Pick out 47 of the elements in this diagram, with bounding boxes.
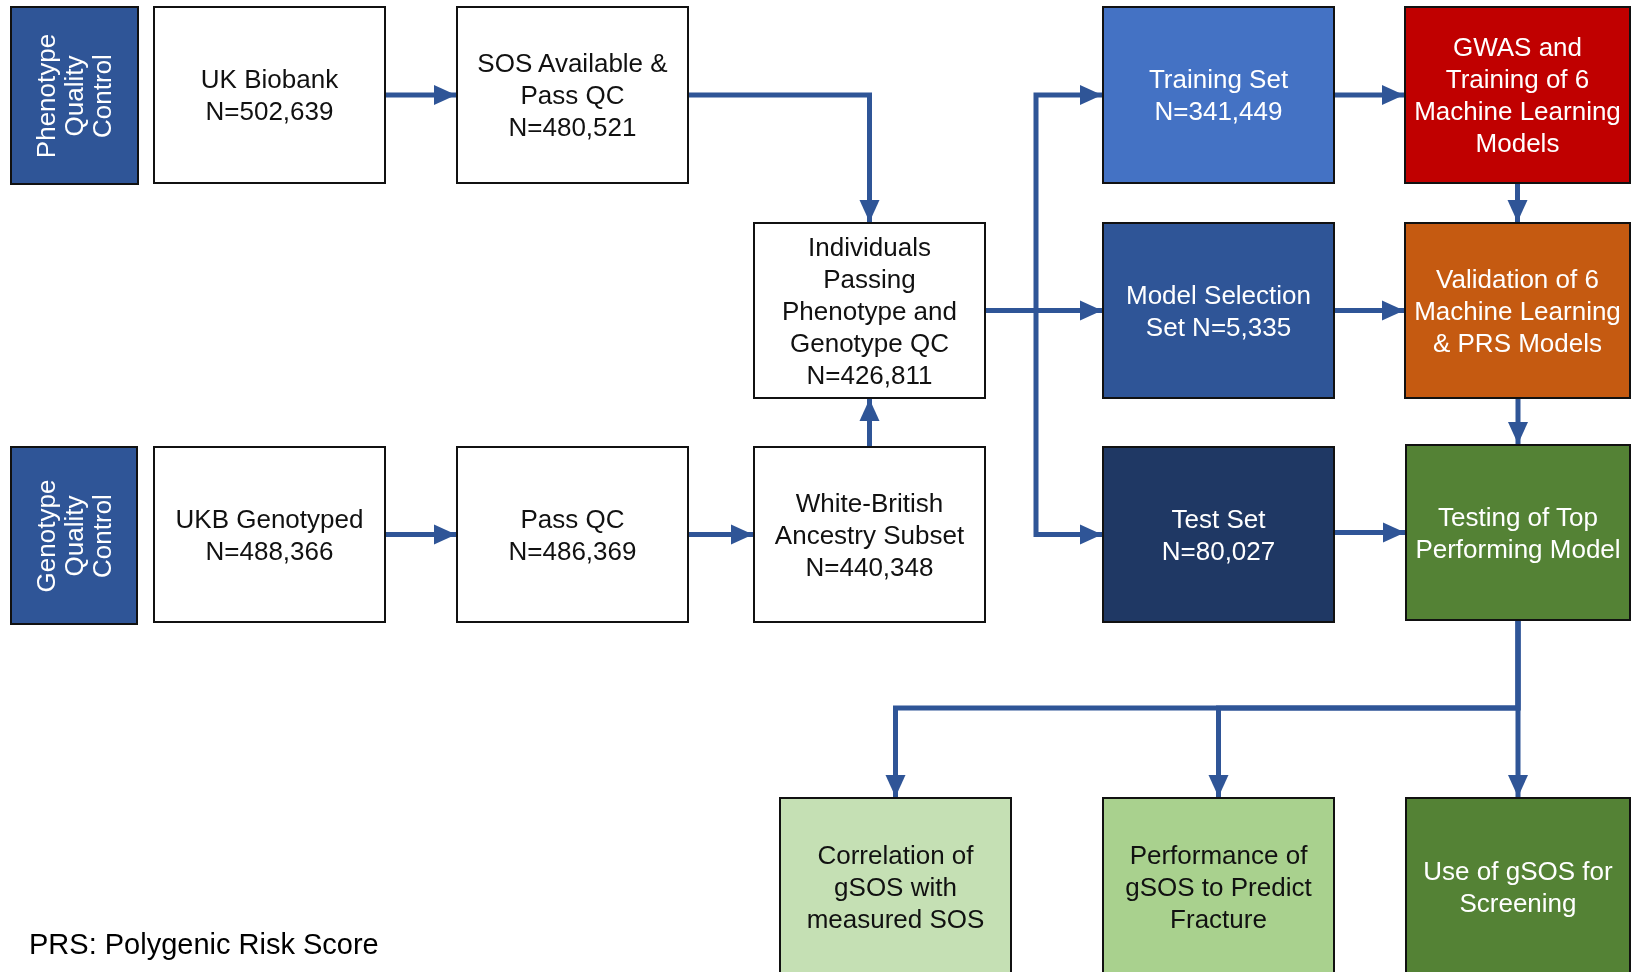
box-text: Testing of Top Performing Model (1415, 500, 1621, 565)
process-box (456, 446, 689, 623)
section-label: Genotype Quality Control (32, 479, 116, 592)
process-box (1102, 6, 1335, 184)
process-box (456, 6, 689, 184)
process-box (1102, 797, 1335, 972)
box-text: Test Set N=80,027 (1160, 502, 1277, 567)
box-text: Pass QC N=486,369 (507, 502, 638, 567)
box-text: Performance of gSOS to Predict Fracture (1124, 839, 1313, 935)
box-text: Training Set N=341,449 (1147, 63, 1290, 127)
process-box (1405, 444, 1631, 621)
arrow (1508, 621, 1528, 797)
box-text: Model Selection Set N=5,335 (1125, 278, 1312, 343)
process-box (1102, 222, 1335, 399)
arrow (1335, 522, 1405, 543)
process-box (753, 446, 986, 623)
process-box (753, 222, 986, 399)
arrow (386, 85, 456, 105)
box-text: Validation of 6 Machine Learning & PRS Models (1414, 262, 1621, 359)
box-text: SOS Available & Pass QC N=480,521 (476, 47, 669, 143)
arrow (859, 399, 880, 446)
process-box (1405, 797, 1631, 972)
section-band (10, 446, 138, 625)
process-box (1102, 446, 1335, 623)
box-text: White-British Ancestry Subset N=440,348 (773, 486, 966, 583)
arrow (1335, 300, 1404, 321)
arrow (689, 524, 753, 545)
section-label: Phenotype Quality Control (32, 33, 117, 158)
footnote: PRS: Polygenic Risk Score (29, 928, 379, 961)
arrow (689, 92, 880, 222)
section-band (10, 6, 139, 185)
process-box (1404, 222, 1631, 399)
box-text: Correlation of gSOS with measured SOS (805, 839, 986, 935)
process-box (779, 797, 1012, 972)
box-text: UK Biobank N=502,639 (199, 63, 340, 127)
arrow (1335, 85, 1404, 105)
process-box (153, 446, 386, 623)
arrow (986, 308, 1102, 545)
box-text: Individuals Passing Phenotype and Genotype QC N=426,811 (781, 230, 958, 391)
arrow (1508, 399, 1528, 444)
box-text: GWAS and Training of 6 Machine Learning Models (1414, 31, 1621, 159)
arrow (386, 524, 456, 545)
process-box (153, 6, 386, 184)
process-box (1404, 6, 1631, 184)
box-text: Use of gSOS for Screening (1422, 855, 1614, 919)
arrow (1507, 184, 1528, 222)
box-text: UKB Genotyped N=488,366 (174, 502, 365, 567)
